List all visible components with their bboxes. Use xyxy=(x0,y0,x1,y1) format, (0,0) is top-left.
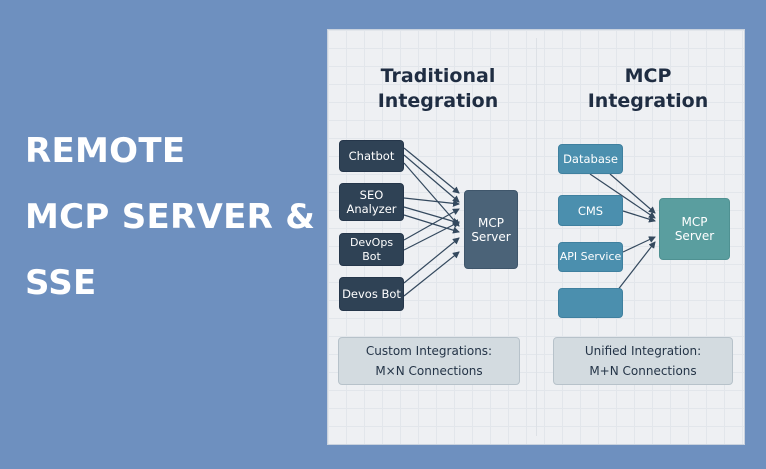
server-label: Server xyxy=(674,229,715,243)
headline-line-1: REMOTE xyxy=(25,131,186,171)
server-label: MCP xyxy=(478,215,504,230)
mcp-client-unlabeled xyxy=(558,288,623,318)
mcp-connection-arrow xyxy=(609,173,656,214)
traditional-connection-arrow xyxy=(403,147,460,194)
caption-line-1: Custom Integrations: xyxy=(365,344,493,358)
server-label: MCP xyxy=(681,215,708,229)
traditional-connection-arrow xyxy=(403,214,460,234)
mcp-title: MCP Integration xyxy=(548,64,748,114)
mcp-connection-arrow xyxy=(589,173,656,219)
mcp-client-api-service: API Service xyxy=(558,242,623,272)
caption-line-2: M+N Connections xyxy=(589,364,697,378)
client-label: DevOps Bot xyxy=(349,235,394,263)
headline: REMOTE MCP SERVER & SSE xyxy=(25,118,315,316)
traditional-connection-arrow xyxy=(403,208,460,241)
mcp-client-database: Database xyxy=(558,144,623,174)
client-label: Analyzer xyxy=(346,202,397,216)
mcp-caption: Unified Integration: M+N Connections xyxy=(553,337,733,385)
traditional-connection-arrow xyxy=(403,237,460,284)
mcp-connection-arrow xyxy=(622,210,656,223)
traditional-connection-arrow xyxy=(403,197,460,207)
caption-line-1: Unified Integration: xyxy=(584,344,702,358)
column-divider xyxy=(536,38,537,436)
traditional-connection-arrow xyxy=(403,221,460,251)
traditional-title-line-1: Traditional xyxy=(380,65,496,87)
client-label: Chatbot xyxy=(348,149,395,163)
headline-line-3: SSE xyxy=(25,263,97,303)
comparison-diagram-panel: Traditional Integration Chatbot SEO Anal… xyxy=(328,30,744,444)
client-label: Database xyxy=(563,152,618,166)
mcp-title-line-2: Integration xyxy=(587,90,709,112)
traditional-mcp-server: MCP Server xyxy=(464,190,518,269)
mcp-integration-server: MCP Server xyxy=(659,198,730,260)
traditional-client-chatbot: Chatbot xyxy=(339,140,404,172)
traditional-connection-arrow xyxy=(403,251,460,297)
client-label: CMS xyxy=(577,203,604,218)
mcp-connection-arrow xyxy=(622,236,656,253)
caption-line-2: M×N Connections xyxy=(375,364,483,378)
traditional-connection-arrow xyxy=(403,206,460,225)
traditional-client-devops-bot: DevOps Bot xyxy=(339,233,404,266)
headline-line-2: MCP SERVER & xyxy=(25,197,316,237)
traditional-title-line-2: Integration xyxy=(377,90,499,112)
server-label: Server xyxy=(471,229,511,244)
client-label: API Service xyxy=(559,250,622,263)
mcp-title-line-1: MCP xyxy=(624,65,672,87)
traditional-title: Traditional Integration xyxy=(338,64,538,114)
client-label: SEO xyxy=(359,188,384,202)
mcp-client-cms: CMS xyxy=(558,195,623,226)
traditional-client-seo-analyzer: SEO Analyzer xyxy=(339,183,404,221)
traditional-client-devos-bot: Devos Bot xyxy=(339,277,404,311)
traditional-connection-arrow xyxy=(403,162,460,227)
traditional-connections xyxy=(403,147,656,319)
traditional-connection-arrow xyxy=(403,154,460,203)
traditional-caption: Custom Integrations: M×N Connections xyxy=(338,337,520,385)
client-label: Devos Bot xyxy=(342,287,401,301)
